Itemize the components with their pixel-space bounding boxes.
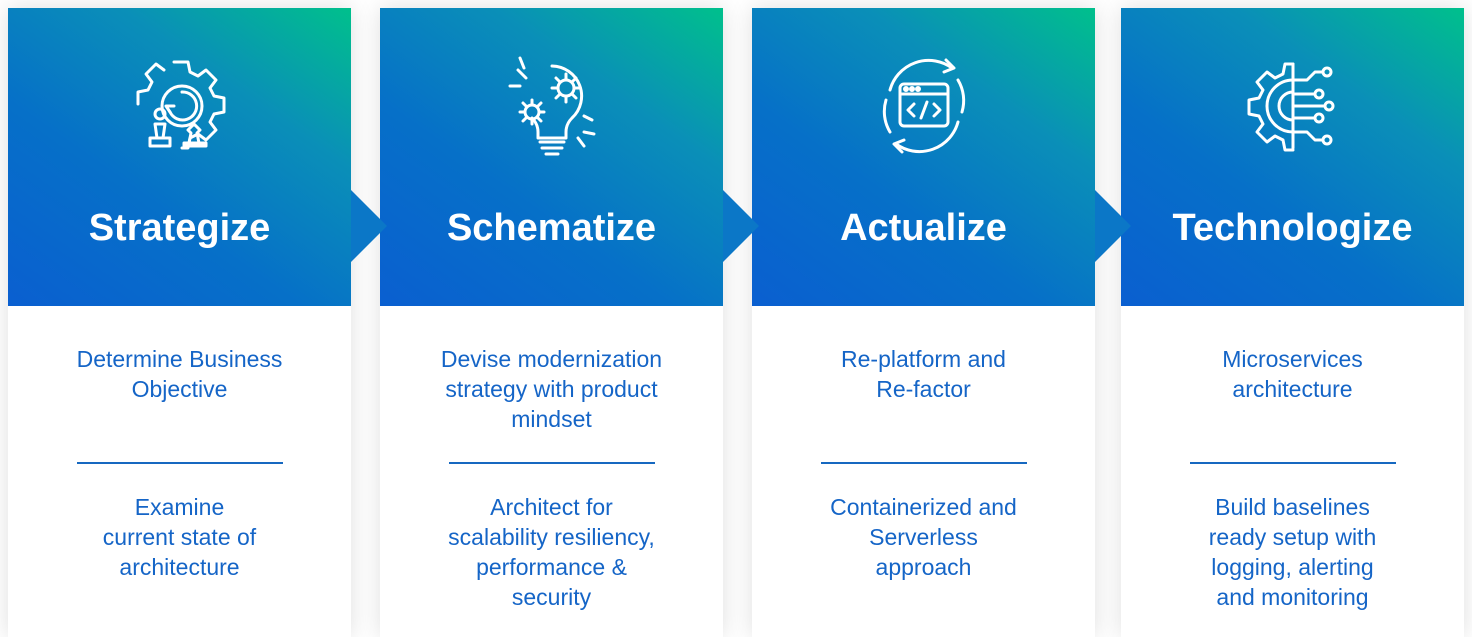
step-title: Strategize [88,207,271,249]
step-header: Actualize [752,8,1095,306]
text-line: scalability resiliency, [448,524,655,550]
text-line: Re-factor [876,376,971,402]
step-header: Strategize [8,8,351,306]
step-title: Actualize [840,207,1007,249]
text-line: Serverless [869,524,978,550]
arrow-right-connector [723,190,759,262]
divider [448,462,655,464]
divider [76,462,283,464]
divider [1189,462,1396,464]
text-line: approach [875,554,972,580]
code-window-cycle-icon [868,50,980,162]
step-secondary-text: Architect for scalability resiliency, pe… [398,492,705,612]
lightbulb-gears-icon [496,50,608,162]
arrow-right-connector [1095,190,1131,262]
step-header: Schematize [380,8,723,306]
text-line: mindset [511,406,592,432]
step-primary-text: Devise modernization strategy with produ… [398,344,705,434]
text-line: performance & [476,554,627,580]
text-line: Containerized and [830,494,1017,520]
text-line: Architect for [490,494,613,520]
text-line: architecture [1232,376,1353,402]
text-line: Determine Business [76,346,283,372]
step-primary-text: Microservices architecture [1139,344,1446,404]
text-line: and monitoring [1216,584,1369,610]
step-secondary-text: Containerized and Serverless approach [770,492,1077,582]
text-line: current state of [102,524,257,550]
text-line: architecture [119,554,240,580]
step-secondary-text: Build baselines ready setup with logging… [1139,492,1446,612]
step-schematize: Schematize Devise modernization strategy… [380,8,759,637]
step-strategize: Strategize Determine Business Objective … [8,8,387,637]
text-line: strategy with product [445,376,658,402]
text-line: ready setup with [1208,524,1377,550]
text-line: logging, alerting [1211,554,1374,580]
step-technologize: Technologize Microservices architecture … [1121,8,1464,637]
step-secondary-text: Examine current state of architecture [26,492,333,582]
text-line: Examine [134,494,225,520]
step-actualize: Actualize Re-platform and Re-factor Cont… [752,8,1131,637]
step-title: Technologize [1172,207,1413,249]
text-line: Re-platform and [841,346,1006,372]
step-primary-text: Determine Business Objective [26,344,333,404]
text-line: Objective [131,376,228,402]
text-line: Microservices [1222,346,1363,372]
step-primary-text: Re-platform and Re-factor [770,344,1077,404]
gear-circuit-icon [1237,50,1349,162]
text-line: Build baselines [1215,494,1370,520]
divider [820,462,1027,464]
step-header: Technologize [1121,8,1464,306]
text-line: security [511,584,592,610]
gear-chess-icon [124,50,236,162]
step-title: Schematize [446,207,657,249]
arrow-right-connector [351,190,387,262]
text-line: Devise modernization [440,346,663,372]
